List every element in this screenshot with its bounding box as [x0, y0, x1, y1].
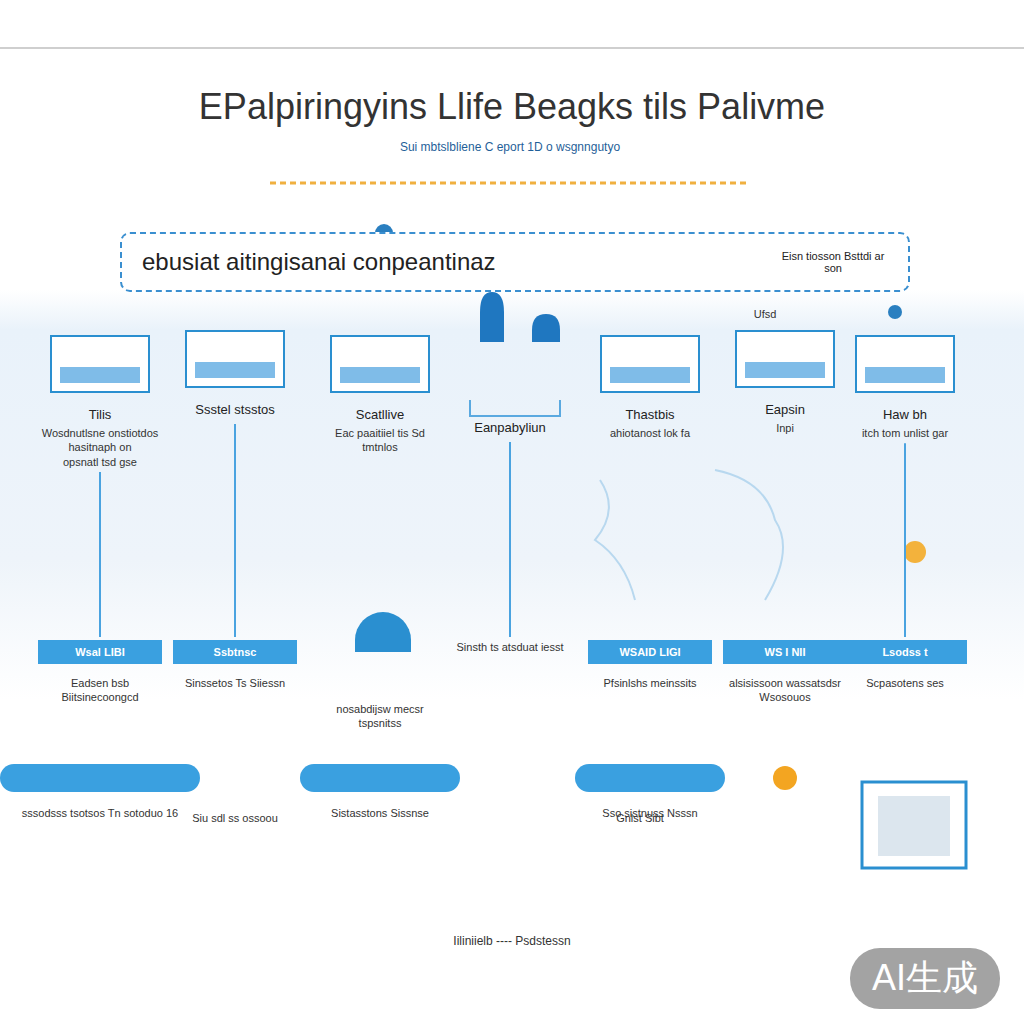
node-text: nosabdijsw mecsr tspsnitss [318, 702, 442, 731]
monitor-node: ScatlliveEac paaitiiel tis Sd tmtnlos [318, 335, 442, 455]
node-text: opsnatl tsd gse [38, 455, 162, 469]
pill-node: sssodsss tsotsos Tn sotoduo 16 [0, 764, 200, 820]
note-label: Siu sdl ss ossoou [180, 812, 290, 824]
node-text: ahiotanost lok fa [588, 426, 712, 440]
monitor-icon [735, 330, 835, 388]
node-text: Thastbis [588, 407, 712, 422]
screen [195, 362, 275, 378]
swirl-icon [355, 612, 411, 652]
node-text: Haw bh [843, 407, 967, 422]
screen [610, 367, 690, 383]
node-text: Pfsinlshs meinssits [588, 676, 712, 690]
dot [888, 305, 902, 319]
node-text: WS I NII [723, 640, 847, 664]
bar-node: Wsal LIBI Eadsen bsb Biitsinecoongcd [38, 640, 162, 705]
node-text: WSAID LIGI [588, 640, 712, 664]
orange-dot [904, 541, 926, 563]
bar-node: SsbtnscSinssetos Ts Siiessn [173, 640, 297, 690]
pill-node: Sso sistnuss Nsssn [575, 764, 725, 820]
monitor-icon [330, 335, 430, 393]
monitor-node: nosabdijsw mecsr tspsnitss [318, 702, 442, 731]
figure-icon [532, 314, 560, 342]
node-text: Eac paaitiiel tis Sd tmtnlos [318, 426, 442, 455]
node-text: Eadsen bsb Biitsinecoongcd [38, 676, 162, 705]
node-text: ebusiat aitingisanai conpeantinaz [142, 248, 496, 276]
node-text: Eisn tiosson Bsttdi ar son [778, 250, 888, 274]
dashed-panel: ebusiat aitingisanai conpeantinaz Eisn ti… [120, 232, 910, 292]
monitor-icon [855, 335, 955, 393]
note-label: Gnlst Sibt [580, 812, 700, 824]
monitor-node: Thastbis ahiotanost lok fa [588, 335, 712, 440]
screen [340, 367, 420, 383]
connector [99, 472, 101, 637]
device-screen [878, 796, 950, 856]
node-text: Lsodss t [843, 640, 967, 664]
top-rule [0, 47, 1024, 49]
screen [745, 362, 825, 378]
pill-bar [575, 764, 725, 792]
caption: Iiliniielb ---- Psdstessn [312, 934, 712, 948]
node-text: Ssbtnsc [173, 640, 297, 664]
node-text: Wosdnutlsne onstiotdos hasitnaph on [38, 426, 162, 455]
screen [60, 367, 140, 383]
device-icon [862, 782, 966, 868]
leader-line [595, 480, 635, 600]
node-text: Scpasotens ses [843, 676, 967, 690]
node-text: Inpi [723, 421, 847, 435]
screen [865, 367, 945, 383]
node-text: itch tom unlist gar [843, 426, 967, 440]
monitor-icon [600, 335, 700, 393]
pill-bar [0, 764, 200, 792]
node-text: Eapsin [723, 402, 847, 417]
note-label: Sui mbtslbliene C eport 1D o wsgnngutyo [230, 140, 790, 154]
monitor-node: EapsinInpi [723, 330, 847, 435]
pill-node: Sistasstons Sissnse [300, 764, 460, 820]
bar-node: Sinsth ts atsduat iesst [448, 640, 572, 654]
monitor-icon [50, 335, 150, 393]
orange-dot [773, 766, 797, 790]
monitor-node: Eanpabyliun [448, 420, 572, 439]
monitor-node: Haw bh itch tom unlist gar [843, 335, 967, 440]
pill-bar [300, 764, 460, 792]
orange-rule [270, 182, 750, 185]
monitor-node: Ssstel stsstos [173, 330, 297, 421]
bar-node: Lsodss t Scpasotens ses [843, 640, 967, 690]
title: EPalpiringyins Llife Beagks tils Palivme [60, 86, 964, 128]
connector [509, 442, 511, 637]
note-label: Ufsd [735, 308, 795, 320]
watermark: AI生成 [850, 948, 1000, 1009]
bar-node: WSAID LIGI Pfsinlshs meinssits [588, 640, 712, 690]
node-text: Ssstel stsstos [173, 402, 297, 417]
node-text: Sinsth ts atsduat iesst [448, 640, 572, 654]
figure-icon [480, 292, 504, 342]
node-text: Sistasstons Sissnse [300, 806, 460, 820]
bar-node: WS I NII alsisissoon wassatsdsr Wsosouos [723, 640, 847, 705]
node-text: Scatllive [318, 407, 442, 422]
node-text: Tilis [38, 407, 162, 422]
node-text: sssodsss tsotsos Tn sotoduo 16 [0, 806, 200, 820]
monitor-node: TilisWosdnutlsne onstiotdos hasitnaph on… [38, 335, 162, 469]
node-text: alsisissoon wassatsdsr Wsosouos [723, 676, 847, 705]
connector [904, 443, 906, 637]
node-text: Eanpabyliun [448, 420, 572, 435]
leader-line [715, 470, 783, 600]
node-text: Wsal LIBI [38, 640, 162, 664]
bracket [470, 400, 560, 416]
connector [234, 424, 236, 637]
node-text: Sinssetos Ts Siiessn [173, 676, 297, 690]
monitor-icon [185, 330, 285, 388]
